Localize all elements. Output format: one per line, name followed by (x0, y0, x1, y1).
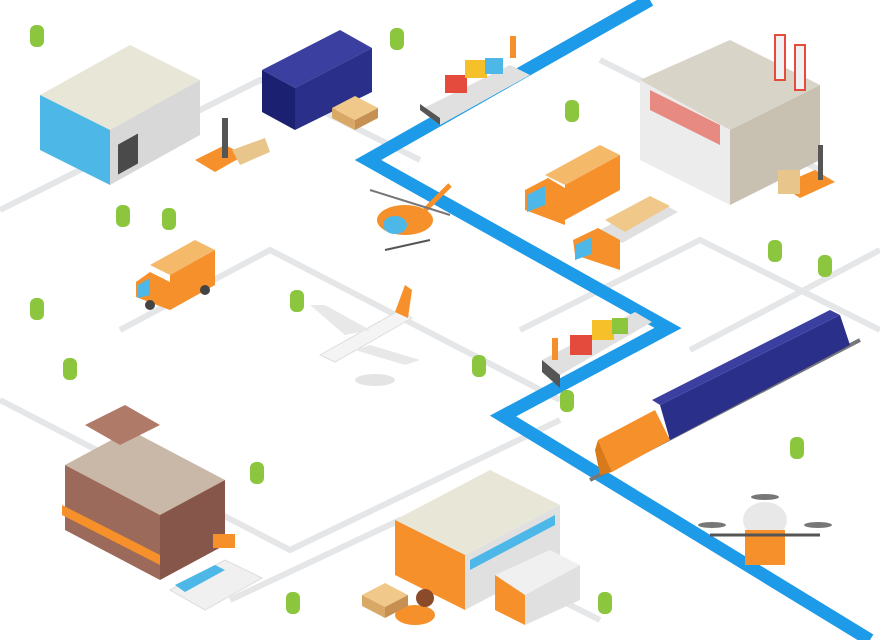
tree-icon (30, 25, 44, 47)
tree-icon (565, 100, 579, 122)
tree-icon (30, 298, 44, 320)
shipping-container-icon (262, 30, 372, 130)
tree-icon (768, 240, 782, 262)
tree-icon (250, 462, 264, 484)
tree-icon (818, 255, 832, 277)
forklift-icon (195, 118, 270, 172)
tree-icon (560, 390, 574, 412)
truck-icon (573, 196, 678, 270)
tree-icon (790, 437, 804, 459)
tree-icon (162, 208, 176, 230)
parcel-boxes-icon (362, 583, 408, 618)
tree-icon (286, 592, 300, 614)
delivery-van-icon (168, 534, 264, 611)
tree-icon (472, 355, 486, 377)
airplane-icon (310, 285, 420, 386)
shop-building-icon (62, 405, 225, 580)
cargo-ship-icon (542, 312, 652, 388)
warehouse-icon (395, 470, 560, 610)
tree-icon (290, 290, 304, 312)
factory-icon (640, 34, 820, 205)
forklift-icon (778, 145, 835, 198)
delivery-van-icon (136, 240, 215, 310)
freight-train-icon (589, 310, 861, 482)
delivery-van-icon (495, 550, 580, 625)
tree-icon (390, 28, 404, 50)
warehouse-icon (40, 45, 200, 185)
helicopter-icon (369, 183, 452, 251)
drone-icon (698, 494, 832, 565)
tree-icon (63, 358, 77, 380)
cargo-ship-icon (420, 36, 530, 125)
parcel-boxes-icon (332, 96, 378, 130)
tree-icon (598, 592, 612, 614)
tree-icon (116, 205, 130, 227)
truck-icon (525, 145, 620, 225)
scooter-icon (395, 589, 435, 625)
trees (30, 25, 832, 614)
